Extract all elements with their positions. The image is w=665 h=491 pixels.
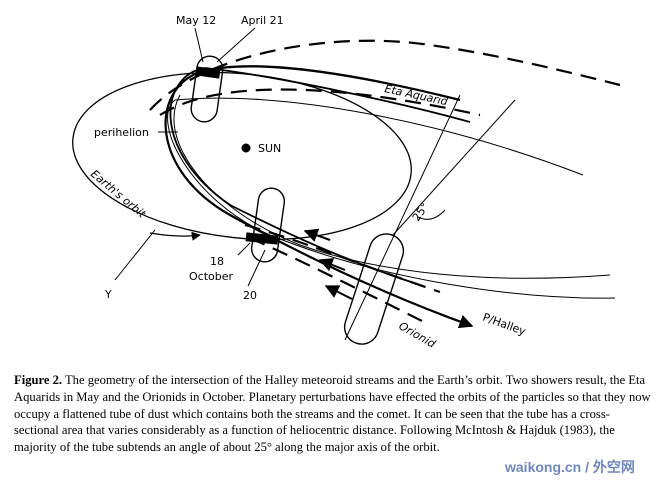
cross-section-distant <box>343 233 405 345</box>
tube-outer-upper-line <box>174 97 584 176</box>
sun-marker <box>241 143 251 153</box>
cross-section-may <box>190 55 224 123</box>
label-april-21: April 21 <box>241 14 284 27</box>
label-orionid: Orionid <box>397 319 439 351</box>
label-vernal-equinox: Y <box>104 288 112 301</box>
earths-orbit-direction-arrow <box>149 231 201 241</box>
stream-solid-trajectory-line <box>169 67 471 286</box>
intersection-bar-october <box>245 232 279 245</box>
label-p-halley: P/Halley <box>481 311 528 339</box>
watermark-logo: waikong.cn / 外空网 <box>505 459 635 475</box>
label-october: October <box>189 270 233 283</box>
tube-outer-lower-line <box>167 99 616 299</box>
label-angle-25: 25° <box>410 200 432 223</box>
angle-arc <box>417 209 446 220</box>
earths-orbit-ellipse <box>72 71 412 241</box>
label-earths-orbit: Earth's orbit <box>88 167 148 221</box>
label-october-20: 20 <box>243 289 257 302</box>
label-october-18: 18 <box>210 255 224 268</box>
label-perihelion: perihelion <box>94 126 149 139</box>
p-halley-orbit-line <box>164 65 473 328</box>
leader-may-12 <box>194 27 204 63</box>
angle-line-left <box>344 94 461 341</box>
cross-section-october <box>250 187 286 263</box>
orionid-arrow-middle <box>318 258 346 272</box>
tube-inner-lower-line <box>173 94 611 279</box>
label-sun: SUN <box>258 142 281 155</box>
orionid-arrow-upper <box>303 228 331 242</box>
figure-caption: Figure 2. The geometry of the intersecti… <box>14 372 654 456</box>
eta-aquarid-inner-dashed-stream <box>159 88 481 117</box>
leader-vernal-equinox <box>114 229 156 281</box>
leader-october-18 <box>237 242 251 256</box>
angle-line-right <box>392 99 516 236</box>
p-halley-direction-arrow <box>439 313 474 329</box>
figure-caption-label: Figure 2. <box>14 373 63 387</box>
orionid-arrow-lower <box>324 285 353 300</box>
orionid-dashed-stream-upper <box>244 223 441 294</box>
leader-october-20 <box>247 249 266 287</box>
leader-april-21 <box>216 27 256 63</box>
eta-aquarid-outer-dashed-stream <box>149 39 621 111</box>
intersection-bar-may <box>195 66 221 79</box>
halley-stream-geometry-diagram: May 12 April 21 Eta Aquarid perihelion S… <box>72 14 621 351</box>
label-may-12: May 12 <box>176 14 216 27</box>
label-eta-aquarid: Eta Aquarid <box>383 82 450 108</box>
figure-caption-text: The geometry of the intersection of the … <box>14 373 651 455</box>
